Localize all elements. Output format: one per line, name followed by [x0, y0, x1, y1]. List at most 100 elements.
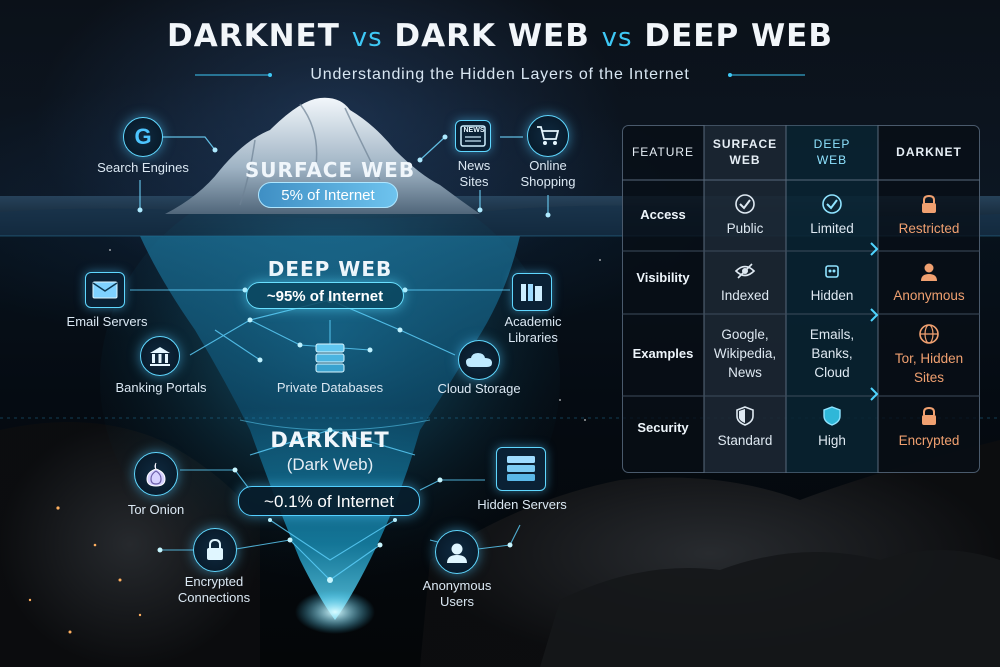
header-surface-web: SURFACE WEB [704, 125, 786, 179]
padlock-glyph [207, 538, 223, 560]
label-shop-line1: Online [529, 158, 567, 173]
label-news-line1: News [457, 158, 491, 173]
cell-security-deep-text: High [818, 433, 846, 448]
cell-examples-surface-line1: Google, [721, 327, 769, 342]
label-academic-line1: Academic [504, 314, 562, 329]
label-academic-line2: Libraries [508, 330, 558, 345]
darknet-share: ~0.1% of Internet [238, 486, 420, 516]
cell-visibility-deep-text: Hidden [810, 288, 854, 303]
anonymous-icon [921, 263, 937, 281]
cell-access-deep: Limited [786, 193, 878, 238]
deep-web-title: DEEP WEB [267, 257, 393, 281]
title-vs-2: vs [601, 23, 633, 53]
title-vs-1: vs [351, 23, 383, 53]
cloud-glyph [466, 353, 492, 367]
news-icon-text: NEWS [463, 127, 485, 134]
hidden-robot-icon [825, 265, 839, 278]
eye-slash-icon [734, 263, 756, 279]
cell-access-darknet: Restricted [878, 193, 980, 238]
database-icon [312, 340, 348, 376]
row-label-examples: Examples [632, 346, 694, 361]
cell-examples-deep-line3: Cloud [814, 365, 850, 380]
server-rack-glyph [507, 456, 535, 481]
label-cloud-storage: Cloud Storage [437, 381, 521, 396]
cell-examples-darknet-line1: Tor, Hidden [894, 351, 964, 366]
hooded-user-glyph [447, 543, 467, 563]
cell-access-deep-text: Limited [810, 221, 854, 236]
shield-icon [736, 406, 754, 426]
title-deep-web: DEEP WEB [644, 18, 833, 54]
cell-access-surface: Public [704, 193, 786, 238]
cloud-icon [458, 340, 500, 380]
row-label-security: Security [637, 420, 689, 435]
label-online-shopping: Online Shopping [512, 158, 584, 190]
news-icon: NEWS [455, 120, 491, 152]
header-deep-web: DEEP WEB [786, 125, 878, 179]
anonymous-user-icon [435, 530, 479, 574]
title-darknet: DARKNET [167, 18, 340, 54]
cell-examples-deep-line1: Emails, [809, 327, 855, 342]
header-deep-line2: WEB [816, 153, 848, 167]
academic-library-icon [512, 273, 552, 311]
cell-examples-darknet: Tor, Hidden Sites [878, 323, 980, 387]
cell-security-deep: High [786, 405, 878, 450]
bank-icon [140, 336, 180, 376]
check-icon [735, 194, 755, 214]
check-icon [822, 194, 842, 214]
label-search-engines: Search Engines [97, 160, 189, 175]
email-server-icon [85, 272, 125, 308]
shield-check-icon [823, 406, 841, 426]
page-subtitle: Understanding the Hidden Layers of the I… [310, 66, 690, 83]
darknet-subtitle: (Dark Web) [286, 455, 374, 474]
lock-icon [922, 194, 936, 213]
label-email-servers: Email Servers [66, 314, 148, 329]
cell-visibility-darknet-text: Anonymous [893, 288, 965, 303]
label-tor-onion: Tor Onion [127, 502, 185, 517]
tor-onion-icon [134, 452, 178, 496]
cell-examples-deep-line2: Banks, [811, 346, 853, 361]
cell-visibility-surface-text: Indexed [720, 288, 770, 303]
row-label-access: Access [640, 207, 686, 222]
header-surface-line1: SURFACE [712, 137, 778, 151]
cell-access-darknet-text: Restricted [898, 221, 960, 236]
surface-web-share: 5% of Internet [258, 182, 398, 208]
surface-web-title: SURFACE WEB [244, 158, 416, 182]
envelope-icon [92, 281, 118, 299]
label-anon-line2: Users [440, 594, 474, 609]
search-engine-icon: G [123, 117, 163, 157]
books-icon [521, 284, 542, 301]
label-shop-line2: Shopping [520, 174, 576, 189]
server-stack-glyph [315, 343, 345, 373]
cart-glyph [537, 126, 560, 145]
label-encrypted-connections: Encrypted Connections [160, 574, 268, 606]
cell-security-darknet: Encrypted [878, 405, 980, 450]
cell-security-surface-text: Standard [717, 433, 773, 448]
cell-examples-surface-line2: Wikipedia, [713, 346, 777, 361]
page-title: DARKNET vs DARK WEB vs DEEP WEB [0, 18, 1000, 54]
onion-glyph [146, 462, 166, 487]
cell-visibility-surface: Indexed [704, 260, 786, 305]
cell-examples-darknet-line2: Sites [913, 370, 944, 385]
label-academic-libraries: Academic Libraries [495, 314, 571, 346]
label-hidden-servers: Hidden Servers [477, 497, 567, 512]
header-feature: FEATURE [631, 145, 695, 159]
header-deep-line1: DEEP [813, 137, 851, 151]
label-banking-portals: Banking Portals [115, 380, 207, 395]
cell-security-surface: Standard [704, 405, 786, 450]
deep-web-share: ~95% of Internet [246, 282, 404, 309]
label-news-sites: News Sites [447, 158, 501, 190]
label-encrypted-line1: Encrypted [184, 574, 244, 589]
hidden-server-icon [496, 447, 546, 491]
encrypted-lock-icon [193, 528, 237, 572]
header-surface-line2: WEB [729, 153, 761, 167]
label-news-line2: Sites [459, 174, 489, 189]
header-darknet: DARKNET [896, 145, 962, 159]
label-anonymous-users: Anonymous Users [405, 578, 509, 610]
globe-icon [919, 324, 939, 344]
label-anon-line1: Anonymous [422, 578, 492, 593]
title-dark-web: DARK WEB [394, 18, 590, 54]
cell-examples-surface-line3: News [728, 365, 762, 380]
cell-security-darknet-text: Encrypted [898, 433, 960, 448]
google-g-glyph: G [134, 124, 152, 149]
